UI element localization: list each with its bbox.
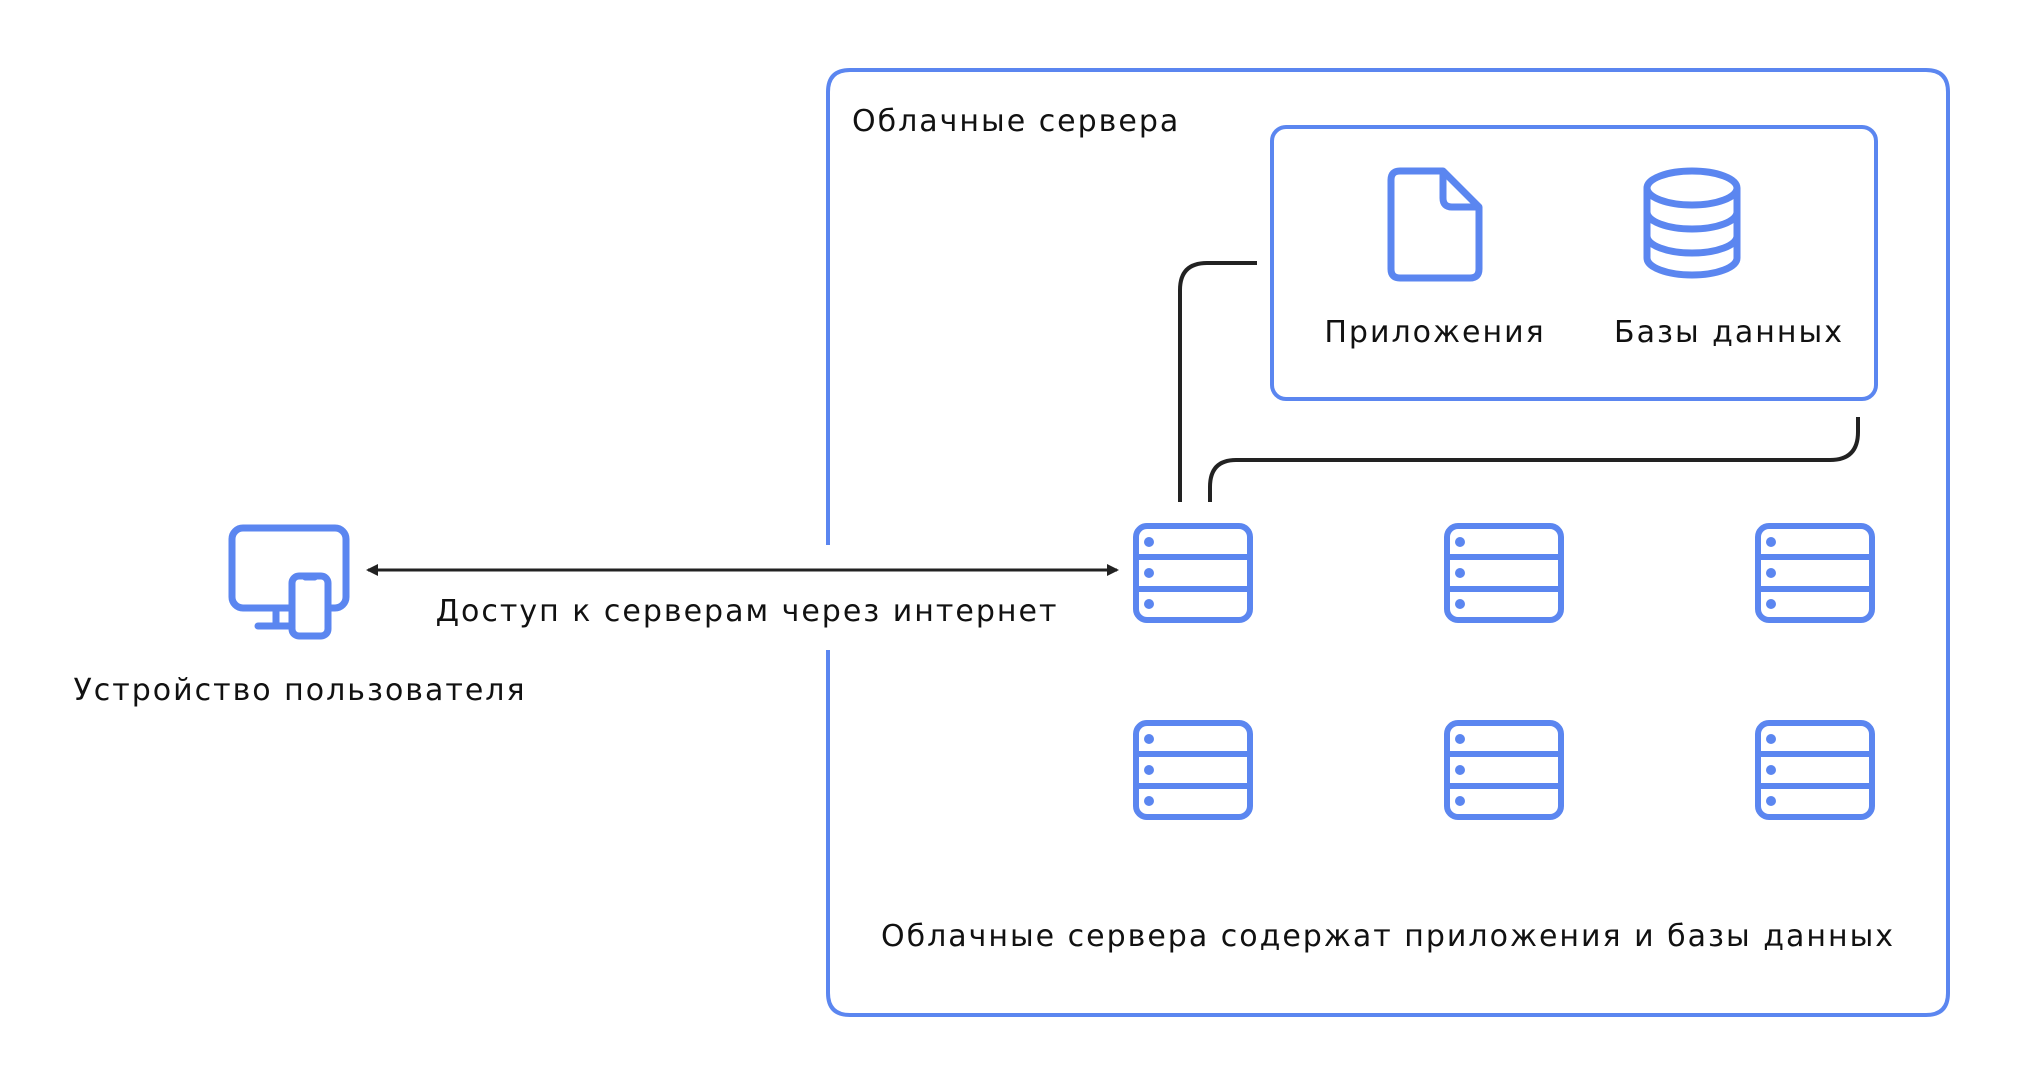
database-icon	[1643, 167, 1741, 279]
document-icon	[1387, 167, 1483, 282]
server-icon	[1447, 526, 1561, 620]
server-icon	[1758, 526, 1872, 620]
user-device-label: Устройство пользователя	[73, 673, 527, 708]
cloud-servers-frame	[826, 68, 1950, 1017]
connection-label: Доступ к серверам через интернет	[435, 594, 1059, 629]
apps-label: Приложения	[1324, 315, 1546, 350]
server-icon	[1136, 723, 1250, 817]
server-icon	[1758, 723, 1872, 817]
databases-label: Базы данных	[1614, 315, 1844, 350]
monitor-phone-icon	[228, 524, 350, 640]
apps-databases-box	[1270, 125, 1878, 401]
connector-databases	[1208, 417, 1860, 502]
cloud-servers-title: Облачные сервера	[852, 104, 1181, 139]
server-icon	[1447, 723, 1561, 817]
connector-apps	[1178, 261, 1257, 502]
server-icon	[1136, 526, 1250, 620]
cloud-caption: Облачные сервера содержат приложения и б…	[880, 919, 1896, 954]
